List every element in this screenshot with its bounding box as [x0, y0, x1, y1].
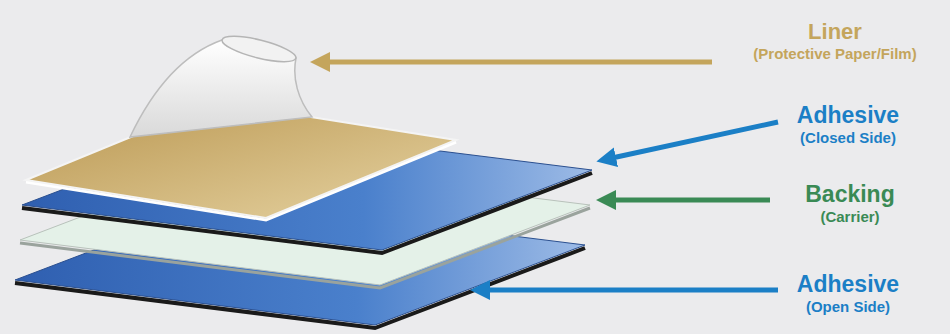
- liner-layer: [26, 31, 456, 220]
- layer-note: (Closed Side): [723, 130, 950, 147]
- leader-arrow: [612, 198, 770, 203]
- layer-name: Backing: [725, 182, 950, 207]
- leader-arrow: [612, 122, 778, 158]
- layer-name: Liner: [710, 20, 950, 44]
- layer-name: Adhesive: [723, 272, 950, 297]
- layer-note: (Protective Paper/Film): [710, 46, 950, 63]
- leader-arrow: [326, 60, 712, 65]
- layer-note: (Open Side): [723, 299, 950, 316]
- layer-note: (Carrier): [725, 209, 950, 226]
- layer-name: Adhesive: [723, 103, 950, 128]
- leader-arrow: [486, 288, 778, 293]
